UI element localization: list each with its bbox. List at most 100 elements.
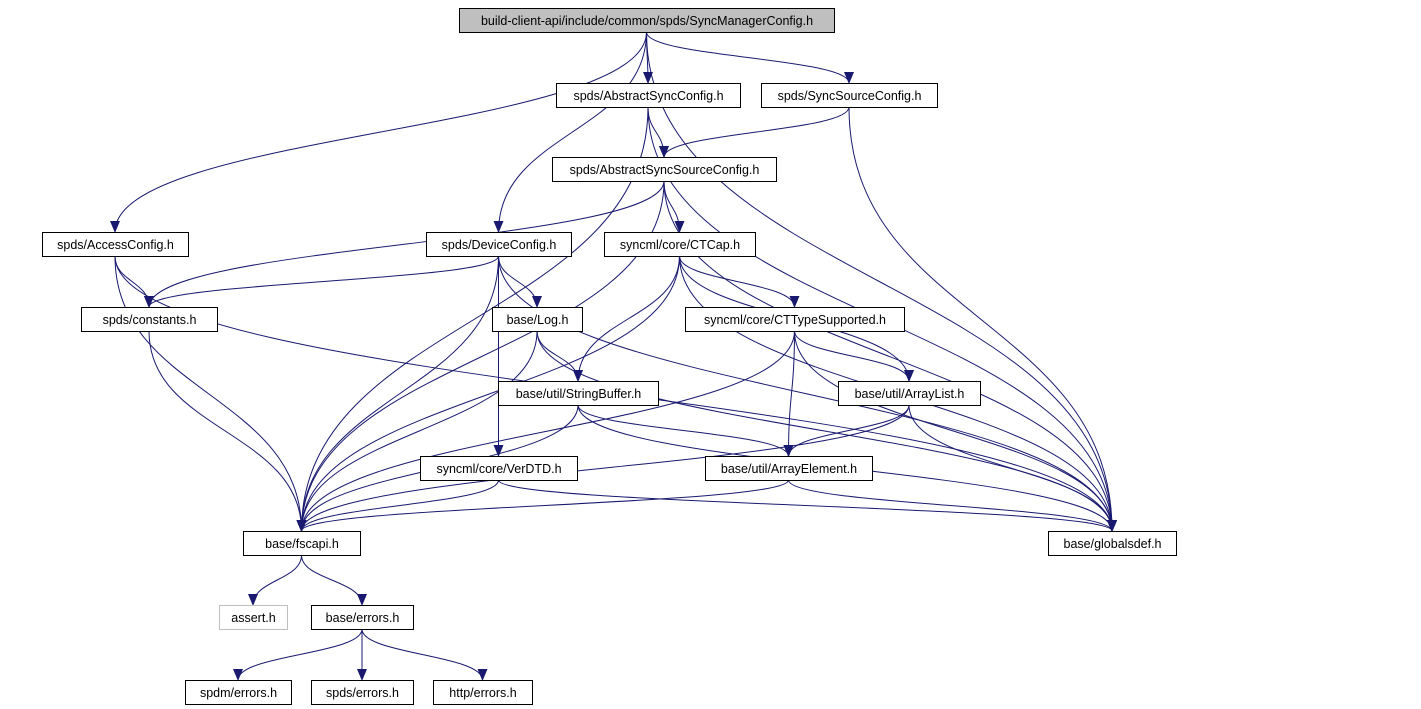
node-assert: assert.h [219, 605, 288, 630]
edge-fscapi-to-assert [248, 554, 302, 606]
node-box-fscapi [243, 531, 361, 556]
node-box-abstract-sync-source-config [552, 157, 777, 182]
node-abstract-sync-config[interactable]: spds/AbstractSyncConfig.h [556, 83, 741, 108]
node-array-element[interactable]: base/util/ArrayElement.h [705, 456, 873, 481]
node-box-spdm-errors [185, 680, 292, 705]
edge-ct-type-supported-to-globalsdef [794, 330, 1117, 532]
node-label-string-buffer: base/util/StringBuffer.h [516, 387, 642, 401]
edges-layer [110, 31, 1117, 681]
node-label-ct-cap: syncml/core/CTCap.h [620, 238, 740, 252]
edge-fscapi-to-errors [301, 554, 367, 606]
node-box-errors [311, 605, 414, 630]
node-box-access-config [42, 232, 189, 257]
node-string-buffer[interactable]: base/util/StringBuffer.h [498, 381, 659, 406]
edge-array-element-to-globalsdef [788, 479, 1117, 532]
node-ct-type-supported[interactable]: syncml/core/CTTypeSupported.h [685, 307, 905, 332]
node-label-assert: assert.h [231, 611, 276, 625]
edge-array-element-to-fscapi [296, 479, 789, 532]
node-label-array-list: base/util/ArrayList.h [855, 387, 965, 401]
edge-ct-cap-to-string-buffer [573, 255, 680, 382]
node-label-constants: spds/constants.h [103, 313, 197, 327]
edge-device-config-to-fscapi [296, 255, 499, 532]
node-label-fscapi: base/fscapi.h [265, 537, 339, 551]
edge-access-config-to-constants [114, 255, 154, 308]
node-box-string-buffer [498, 381, 659, 406]
edge-ct-type-supported-to-array-list [794, 330, 914, 382]
node-label-errors: base/errors.h [326, 611, 400, 625]
node-log[interactable]: base/Log.h [492, 307, 583, 332]
edge-root-to-access-config [110, 31, 647, 233]
edge-array-list-to-fscapi [296, 404, 910, 532]
node-array-list[interactable]: base/util/ArrayList.h [838, 381, 981, 406]
edge-abstract-sync-config-to-fscapi [296, 106, 649, 532]
edge-device-config-to-constants [144, 255, 499, 308]
node-box-globalsdef [1048, 531, 1177, 556]
edge-ct-type-supported-to-fscapi [296, 330, 795, 532]
node-box-array-list [838, 381, 981, 406]
node-http-errors[interactable]: http/errors.h [433, 680, 533, 705]
node-box-ct-cap [604, 232, 756, 257]
edge-ct-type-supported-to-array-element [783, 330, 795, 457]
node-label-http-errors: http/errors.h [449, 686, 516, 700]
node-label-log: base/Log.h [507, 313, 569, 327]
node-box-device-config [426, 232, 572, 257]
node-ct-cap[interactable]: syncml/core/CTCap.h [604, 232, 756, 257]
node-label-spdm-errors: spdm/errors.h [200, 686, 277, 700]
edge-string-buffer-to-array-element [577, 404, 794, 457]
node-box-http-errors [433, 680, 533, 705]
node-box-ver-dtd [420, 456, 578, 481]
node-label-abstract-sync-source-config: spds/AbstractSyncSourceConfig.h [570, 163, 760, 177]
node-box-array-element [705, 456, 873, 481]
node-globalsdef[interactable]: base/globalsdef.h [1048, 531, 1177, 556]
node-label-device-config: spds/DeviceConfig.h [442, 238, 557, 252]
edge-ver-dtd-to-fscapi [296, 479, 499, 532]
edge-errors-to-spdm-errors [233, 628, 363, 681]
node-label-sync-source-config: spds/SyncSourceConfig.h [778, 89, 922, 103]
edge-array-list-to-array-element [783, 404, 910, 457]
edge-abstract-sync-source-config-to-constants [144, 180, 665, 308]
node-box-root [459, 8, 835, 33]
edge-ver-dtd-to-globalsdef [498, 479, 1117, 532]
node-sync-source-config[interactable]: spds/SyncSourceConfig.h [761, 83, 938, 108]
edge-root-to-device-config [493, 31, 647, 233]
node-label-globalsdef: base/globalsdef.h [1064, 537, 1162, 551]
edge-access-config-to-fscapi [114, 255, 307, 532]
edge-sync-source-config-to-abstract-sync-source-config [659, 106, 850, 158]
node-box-sync-source-config [761, 83, 938, 108]
edge-array-list-to-globalsdef [908, 404, 1117, 532]
node-label-root: build-client-api/include/common/spds/Syn… [481, 14, 813, 28]
edge-root-to-sync-source-config [646, 31, 854, 84]
node-label-array-element: base/util/ArrayElement.h [721, 462, 857, 476]
node-label-access-config: spds/AccessConfig.h [57, 238, 174, 252]
edge-constants-to-fscapi [148, 330, 307, 532]
node-ver-dtd[interactable]: syncml/core/VerDTD.h [420, 456, 578, 481]
edge-errors-to-http-errors [361, 628, 488, 681]
node-abstract-sync-source-config[interactable]: spds/AbstractSyncSourceConfig.h [552, 157, 777, 182]
node-access-config[interactable]: spds/AccessConfig.h [42, 232, 189, 257]
node-spdm-errors[interactable]: spdm/errors.h [185, 680, 292, 705]
node-label-abstract-sync-config: spds/AbstractSyncConfig.h [573, 89, 723, 103]
node-root[interactable]: build-client-api/include/common/spds/Syn… [459, 8, 835, 33]
node-fscapi[interactable]: base/fscapi.h [243, 531, 361, 556]
edge-device-config-to-log [498, 255, 542, 308]
node-label-ver-dtd: syncml/core/VerDTD.h [436, 462, 561, 476]
edge-ct-cap-to-ct-type-supported [679, 255, 800, 308]
node-box-log [492, 307, 583, 332]
node-box-spds-errors [311, 680, 414, 705]
node-box-abstract-sync-config [556, 83, 741, 108]
node-constants[interactable]: spds/constants.h [81, 307, 218, 332]
node-label-spds-errors: spds/errors.h [326, 686, 399, 700]
nodes-layer: build-client-api/include/common/spds/Syn… [42, 8, 1177, 705]
node-spds-errors[interactable]: spds/errors.h [311, 680, 414, 705]
edge-sync-source-config-to-globalsdef [848, 106, 1117, 532]
node-device-config[interactable]: spds/DeviceConfig.h [426, 232, 572, 257]
edge-abstract-sync-source-config-to-ct-cap [663, 180, 685, 233]
node-errors[interactable]: base/errors.h [311, 605, 414, 630]
node-box-constants [81, 307, 218, 332]
node-label-ct-type-supported: syncml/core/CTTypeSupported.h [704, 313, 886, 327]
node-box-assert [219, 605, 288, 630]
node-box-ct-type-supported [685, 307, 905, 332]
edge-log-to-fscapi [296, 330, 538, 532]
edge-root-to-globalsdef [646, 31, 1117, 532]
